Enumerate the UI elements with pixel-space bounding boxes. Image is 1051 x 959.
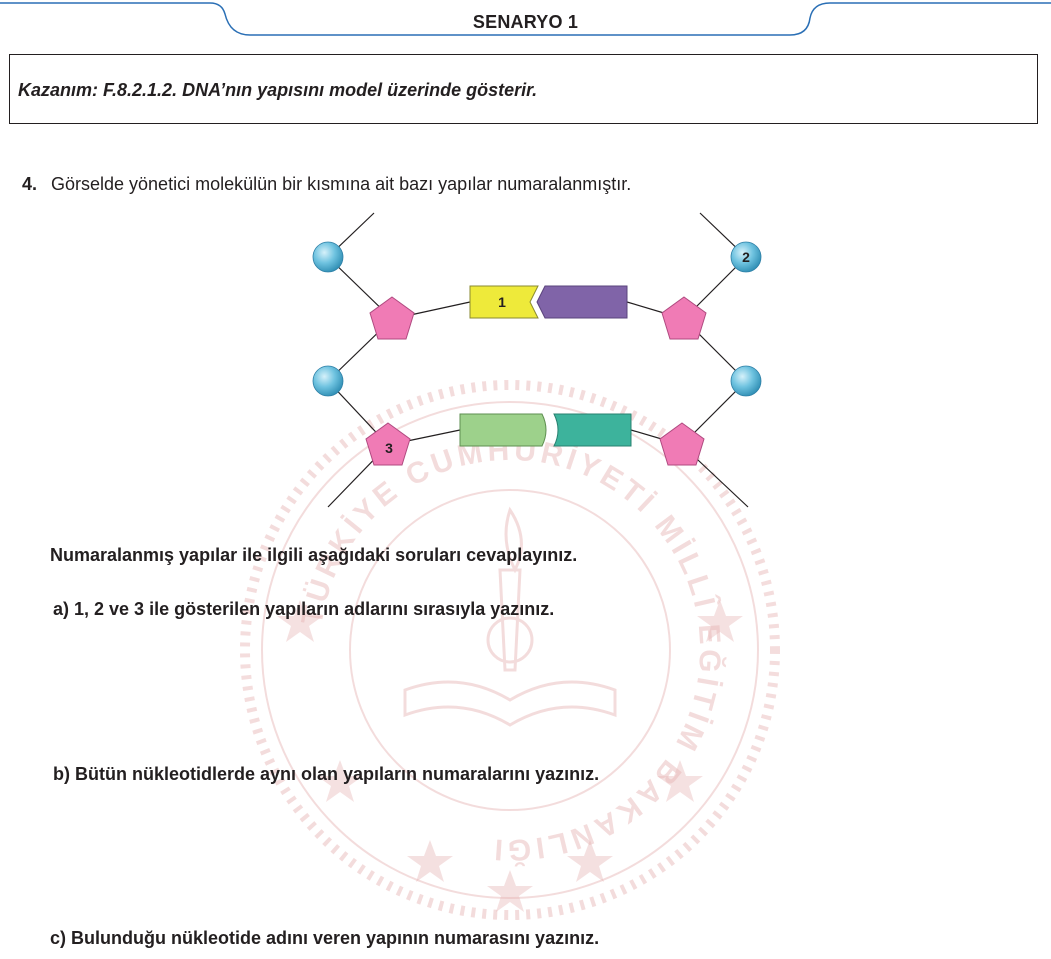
phosphate-mid-left: [312, 365, 344, 397]
label-1: 1: [498, 294, 506, 310]
header-tab: [0, 2, 1051, 36]
base-lightgreen: [459, 413, 547, 447]
label-3: 3: [385, 440, 393, 456]
sugar-bottom-left: [365, 422, 411, 466]
sugar-bottom-right: [659, 422, 705, 466]
phosphate-mid-right: [730, 365, 762, 397]
objective-text: Kazanım: F.8.2.1.2. DNA’nın yapısını mod…: [18, 80, 538, 100]
phosphate-top-right: [730, 241, 762, 273]
base-purple: [536, 285, 628, 319]
base-yellow: [469, 285, 539, 319]
base-teal: [553, 413, 632, 447]
question-part-a: a) 1, 2 ve 3 ile gösterilen yapıların ad…: [53, 599, 555, 619]
question-instruction: Numaralanmış yapılar ile ilgili aşağıdak…: [50, 545, 578, 565]
dna-diagram: 2 3 1: [312, 212, 762, 508]
question-part-b: b) Bütün nükleotidlerde aynı olan yapıla…: [53, 764, 600, 784]
phosphate-top-left: [312, 241, 344, 273]
objective-box: [9, 54, 1038, 124]
question-number: 4.: [22, 174, 38, 194]
question-part-c: c) Bulunduğu nükleotide adını veren yapı…: [50, 928, 600, 948]
label-2: 2: [742, 249, 750, 265]
ministry-seal-watermark: TÜRKİYE CUMHURİYETİ MİLLÎ EĞİTİM BAKANLI…: [240, 380, 780, 920]
question-stem: Görselde yönetici molekülün bir kısmına …: [51, 174, 632, 194]
sugar-top-right: [661, 296, 707, 340]
sugar-top-left: [369, 296, 415, 340]
scenario-title: SENARYO 1: [472, 12, 579, 32]
